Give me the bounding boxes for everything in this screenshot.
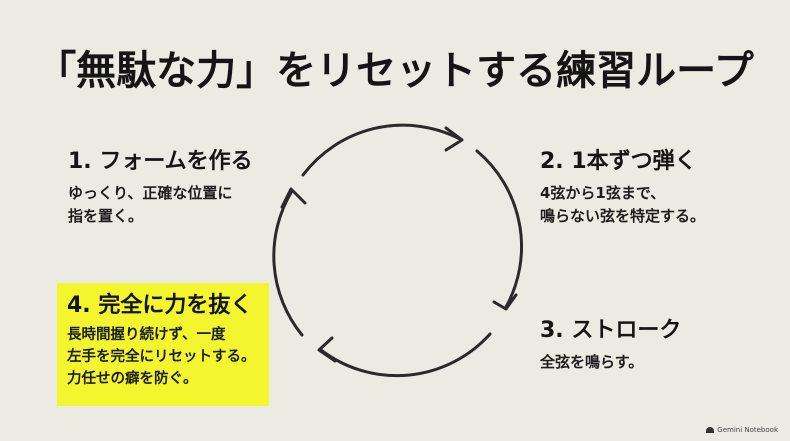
step-form: 1. フォームを作る ゆっくり、正確な位置に 指を置く。 [68, 143, 253, 228]
step-release-highlight: 4. 完全に力を抜く 長時間握り続けず、一度 左手を完全にリセットする。 力任せ… [57, 283, 269, 406]
brand-watermark: Gemini Notebook [706, 426, 778, 434]
cycle-diagram [272, 123, 524, 378]
step-pluck-description: 4弦から1弦まで、 鳴らない弦を特定する。 [540, 184, 706, 225]
notebook-icon [706, 427, 715, 433]
cycle-arrowhead-top [444, 126, 464, 152]
brand-label: Gemini Notebook [717, 426, 778, 434]
step-stroke: 3. ストローク 全弦を鳴らす。 [540, 312, 681, 374]
step-pluck: 2. 1本ずつ弾く 4弦から1弦まで、 鳴らない弦を特定する。 [540, 143, 705, 228]
cycle-arrowhead-left [280, 187, 307, 209]
cycle-arrow-right [475, 149, 524, 309]
slide-title: 「無駄な力」をリセットする練習ループ [36, 48, 754, 94]
step-release-heading: 4. 完全に力を抜く [67, 293, 253, 318]
cycle-arrow-bottom [319, 332, 492, 378]
cycle-arrow-top [301, 123, 462, 177]
step-form-heading: 1. フォームを作る [68, 149, 253, 174]
step-pluck-heading: 2. 1本ずつ弾く [540, 149, 697, 174]
step-form-description: ゆっくり、正確な位置に 指を置く。 [68, 184, 233, 225]
step-stroke-heading: 3. ストローク [540, 318, 682, 343]
cycle-arrow-left [272, 189, 304, 337]
step-stroke-description: 全弦を鳴らす。 [540, 353, 644, 371]
step-release-description: 長時間握り続けず、一度 左手を完全にリセットする。 力任せの癖を防ぐ。 [67, 327, 256, 387]
cycle-arrowhead-right [492, 293, 518, 311]
cycle-arrowhead-bottom [317, 336, 337, 363]
